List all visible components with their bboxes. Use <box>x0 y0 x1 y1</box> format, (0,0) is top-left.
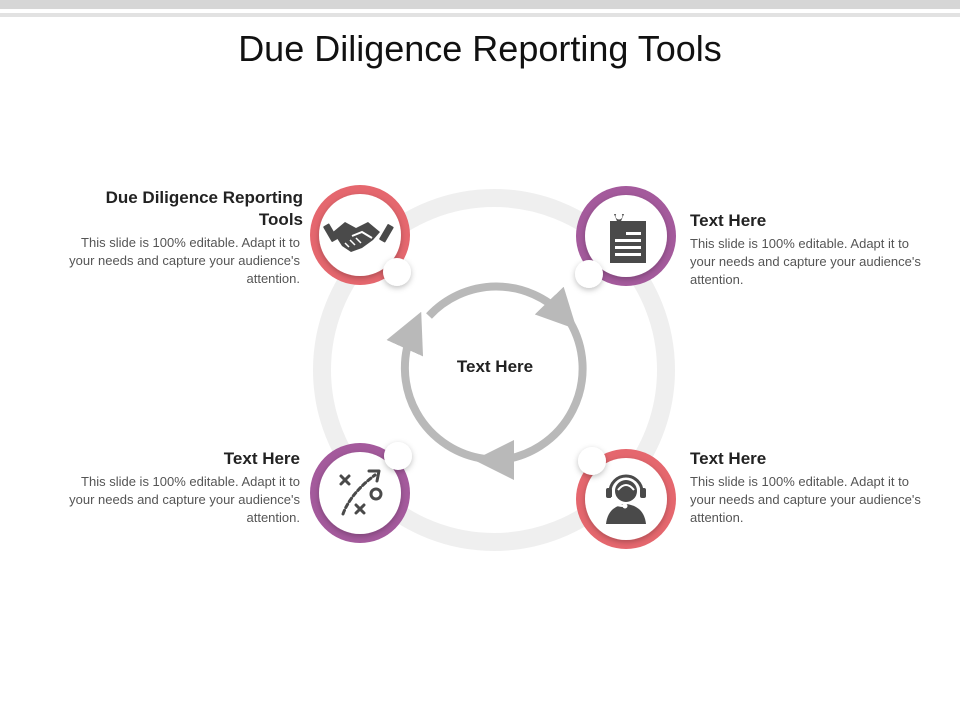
center-label: Text Here <box>456 357 534 376</box>
node-1-knob <box>383 258 411 286</box>
text-block-1: Due Diligence Reporting Tools This slide… <box>60 187 303 288</box>
cycle-arrows <box>386 282 587 480</box>
node-4 <box>576 447 676 549</box>
document-icon <box>610 212 646 263</box>
top-decor-bar <box>0 0 960 9</box>
cycle-arrow-right <box>499 319 587 464</box>
node-2-knob <box>575 260 603 288</box>
strategy-icon <box>339 469 383 516</box>
node-4-knob <box>578 447 606 475</box>
page-title: Due Diligence Reporting Tools <box>238 28 722 69</box>
block-2-heading: Text Here <box>690 211 767 230</box>
top-decor-line <box>0 13 960 17</box>
handshake-icon <box>323 222 394 252</box>
block-3-body: This slide is 100% editable. Adapt it to… <box>69 474 300 525</box>
node-3 <box>310 442 412 543</box>
block-1-heading: Due Diligence Reporting Tools <box>105 188 303 229</box>
node-1 <box>310 185 411 286</box>
support-agent-icon <box>606 474 646 524</box>
cycle-arrow-left <box>386 311 486 463</box>
text-block-2: Text Here This slide is 100% editable. A… <box>690 210 930 289</box>
block-2-body: This slide is 100% editable. Adapt it to… <box>690 236 921 287</box>
node-3-knob <box>384 442 412 470</box>
block-4-heading: Text Here <box>690 449 767 468</box>
node-2 <box>575 186 676 288</box>
block-4-body: This slide is 100% editable. Adapt it to… <box>690 474 921 525</box>
cycle-arrow-top <box>426 282 577 330</box>
text-block-4: Text Here This slide is 100% editable. A… <box>690 448 930 527</box>
text-block-3: Text Here This slide is 100% editable. A… <box>60 448 300 527</box>
outer-ring <box>313 189 675 551</box>
block-1-body: This slide is 100% editable. Adapt it to… <box>69 235 300 286</box>
block-3-heading: Text Here <box>223 449 300 468</box>
